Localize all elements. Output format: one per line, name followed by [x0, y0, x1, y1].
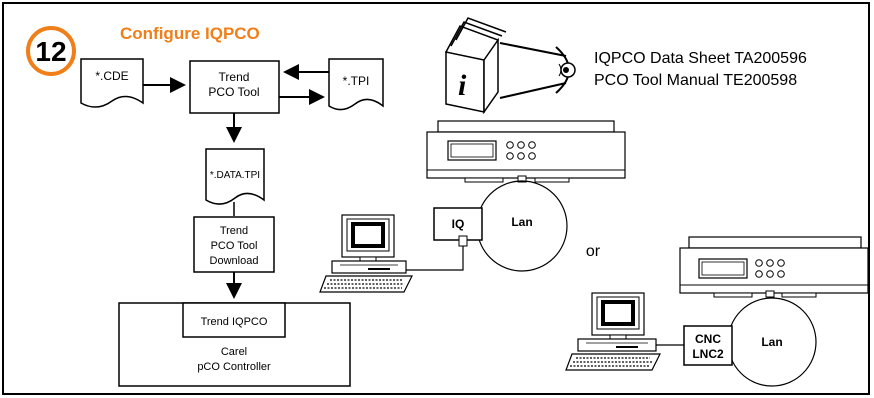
pco-tool-box — [189, 60, 280, 114]
iq-rj-connector — [458, 235, 468, 247]
pco-tool-download-box — [193, 216, 275, 273]
pc-to-iq-cable — [404, 246, 464, 271]
page-title: Configure IQPCO — [120, 24, 260, 43]
cnc-device-line1: CNC — [695, 332, 721, 346]
cnc-device-line2: LNC2 — [692, 347, 724, 361]
download-line3: Download — [210, 255, 259, 267]
lan-label-iq: Lan — [511, 215, 532, 229]
eye-icon — [555, 46, 576, 94]
sight-line-bottom — [499, 82, 567, 99]
step-badge-circle — [26, 26, 76, 76]
cnc-device-box — [683, 325, 733, 366]
controller-line2: pCO Controller — [197, 361, 271, 373]
pco-controller-unit-upper — [426, 120, 626, 183]
pco-tool-line2: PCO Tool — [208, 85, 259, 99]
tpi-file-document: *.TPI — [328, 58, 384, 111]
iq-device-label: IQ — [452, 217, 465, 231]
trend-iqpco-module — [182, 302, 286, 338]
download-line1: Trend — [220, 225, 248, 237]
pco-controller-unit-lower — [679, 236, 869, 298]
iq-device-box — [433, 207, 483, 241]
step-badge: 12 — [26, 26, 76, 76]
lan-label-cnc: Lan — [761, 335, 782, 349]
reference-data-sheet: IQPCO Data Sheet TA200596 — [594, 50, 807, 67]
sight-line-top — [499, 42, 567, 57]
pco-tool-line1: Trend — [219, 70, 250, 84]
svg-text:i: i — [458, 69, 467, 102]
data-tpi-file-document: *.DATA.TPI — [205, 148, 265, 205]
tpi-file-label: *.TPI — [343, 74, 370, 88]
reference-tool-manual: PCO Tool Manual TE200598 — [594, 72, 797, 89]
computer-icon-1 — [319, 214, 413, 293]
controller-line1: Carel — [221, 346, 247, 358]
step-number: 12 — [35, 36, 66, 67]
cde-file-document: *.CDE — [80, 58, 144, 108]
trend-iqpco-label: Trend IQPCO — [201, 316, 268, 328]
info-booklet-icon: i — [444, 17, 507, 115]
cde-file-label: *.CDE — [95, 69, 128, 83]
download-line2: PCO Tool — [211, 240, 258, 252]
data-tpi-file-label: *.DATA.TPI — [210, 170, 260, 181]
or-separator: or — [586, 243, 601, 260]
computer-icon-2 — [565, 292, 661, 371]
